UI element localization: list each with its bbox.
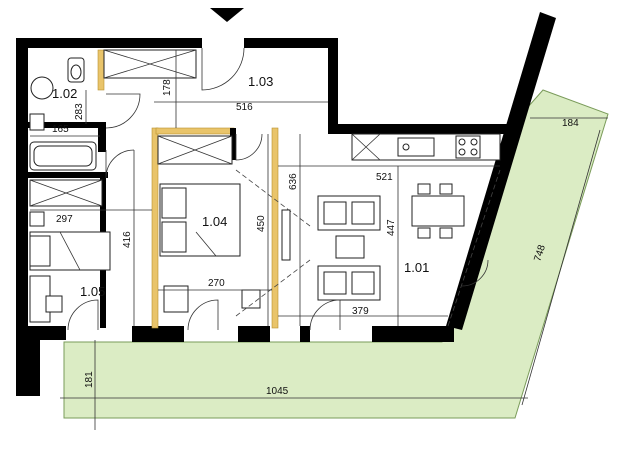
chair-icon [417, 227, 431, 239]
pillow-icon [161, 187, 187, 219]
wall-bottom-left-stub [16, 340, 40, 396]
coffee-table-icon [335, 235, 365, 259]
stool-icon [241, 289, 261, 309]
wall-bottom-5 [372, 326, 454, 342]
dim-label: 521 [376, 172, 393, 183]
dining-table-icon [411, 195, 465, 227]
chair-icon [417, 183, 431, 195]
wall-bath [28, 122, 100, 128]
chair-icon [439, 183, 453, 195]
toilet-bowl-icon [70, 64, 82, 80]
nightstand-icon [29, 211, 45, 227]
chair-icon [439, 227, 453, 239]
pillow-icon [161, 221, 187, 253]
sink-icon [30, 76, 54, 100]
balcony-door-icon [67, 299, 99, 331]
partition-yellow [151, 127, 159, 329]
tv-stand-icon [281, 209, 291, 261]
wall-bath-bottom [28, 172, 108, 178]
dim-label: 270 [208, 278, 225, 289]
washing-machine-icon [29, 113, 45, 131]
wall-bottom-2 [132, 326, 184, 342]
dim-label: 297 [56, 214, 73, 225]
kitchen-sink-icon [397, 137, 435, 157]
partition-yellow [271, 127, 279, 329]
partition-yellow [155, 127, 235, 135]
dim-label: 184 [562, 118, 579, 129]
balcony-door-icon [187, 299, 219, 331]
wall-step-vertical [328, 38, 338, 134]
door-icon [105, 93, 141, 129]
balcony-door-icon [461, 259, 489, 287]
stove-icon [455, 135, 481, 159]
dim-label: 1045 [266, 386, 289, 397]
entrance-door-icon [201, 47, 245, 91]
chair-icon [45, 295, 63, 313]
dim-label: 416 [122, 231, 133, 248]
wall-bottom-3 [238, 326, 270, 342]
dim-label: 379 [352, 306, 369, 317]
room-label-1-02: 1.02 [52, 86, 77, 101]
wall-diagonal [446, 12, 556, 330]
dim-label: 636 [288, 173, 299, 190]
wall-bath-side [98, 122, 106, 152]
dim-label: 450 [256, 215, 267, 232]
wall-kitchen-top [328, 124, 510, 134]
dim-label: 283 [74, 103, 85, 120]
dim-label: 181 [84, 371, 95, 388]
room-label-1-03: 1.03 [248, 74, 273, 89]
door-icon [105, 149, 135, 179]
wall-left [16, 38, 28, 394]
dim-label: 165 [52, 124, 69, 135]
wall-bottom-4 [300, 326, 310, 342]
wall-104-top [230, 128, 236, 160]
terrace-dim-line [521, 129, 601, 406]
partition-yellow [97, 49, 105, 91]
bathtub-inner-icon [33, 145, 93, 167]
room-label-1-01: 1.01 [404, 260, 429, 275]
entrance-arrow-icon [210, 8, 244, 22]
balcony-door-icon [309, 299, 341, 331]
room-label-1-04: 1.04 [202, 214, 227, 229]
wall-bottom-1 [16, 326, 66, 340]
wall-top-mid [244, 38, 338, 48]
wall-top-left [16, 38, 202, 48]
dim-label: 178 [162, 79, 173, 96]
room-label-1-05: 1.05 [80, 284, 105, 299]
dim-label: 748 [532, 243, 548, 263]
pillow-icon [29, 235, 51, 267]
door-icon [235, 133, 263, 161]
dim-label: 447 [386, 219, 397, 236]
dim-label: 516 [236, 102, 253, 113]
